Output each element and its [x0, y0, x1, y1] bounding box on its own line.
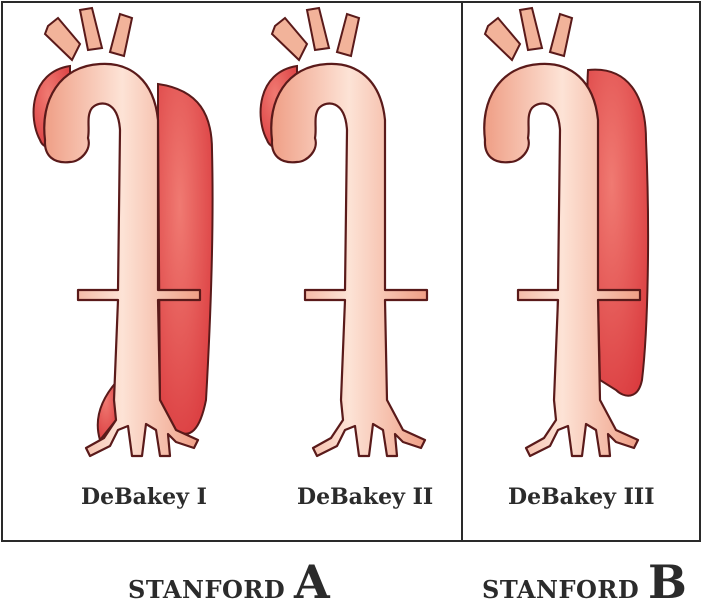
diagram-frame: [1, 1, 701, 542]
stanford-divider: [461, 1, 463, 542]
stanford-a-letter: A: [294, 555, 330, 609]
aorta-debakey-i: [32, 6, 214, 458]
label-stanford-a: STANFORD A: [128, 555, 330, 609]
label-debakey-i: DeBakey I: [81, 484, 207, 510]
aorta-debakey-ii: [259, 6, 429, 458]
stanford-b-word: STANFORD: [482, 575, 640, 604]
stanford-a-word: STANFORD: [128, 575, 286, 604]
aorta-debakey-iii: [483, 6, 650, 458]
label-stanford-b: STANFORD B: [482, 555, 687, 609]
label-debakey-ii: DeBakey II: [297, 484, 434, 510]
label-debakey-iii: DeBakey III: [508, 484, 655, 510]
stanford-b-letter: B: [648, 555, 687, 609]
